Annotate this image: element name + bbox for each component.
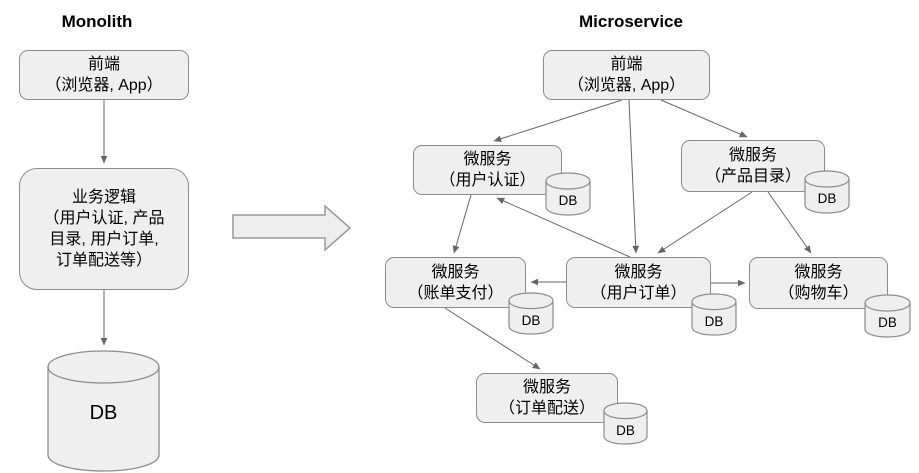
microservice-frontend-node: 前端 （浏览器, App）	[543, 50, 710, 100]
service-catalog-node: 微服务 （产品目录）	[681, 140, 825, 192]
db-label: DB	[558, 193, 578, 208]
service-delivery-node: 微服务 （订单配送）	[476, 373, 618, 423]
node-label: 微服务	[522, 379, 571, 396]
node-label: 前端	[87, 56, 120, 73]
service-auth-node: 微服务 （用户认证）	[413, 145, 562, 195]
database-cylinder-icon	[545, 172, 591, 216]
database-cylinder-icon	[804, 170, 850, 214]
microservice-title: Microservice	[579, 12, 683, 31]
edge-frontend-to-auth	[493, 99, 623, 143]
orders-db-cylinder: DB	[691, 293, 737, 336]
node-sublabel: （购物车）	[778, 285, 859, 302]
edge-orders-to-auth	[496, 197, 631, 258]
node-label: 微服务	[614, 263, 663, 281]
database-cylinder-icon	[691, 293, 737, 336]
node-sublabel: （订单配送）	[498, 400, 595, 417]
db-label: DB	[616, 423, 635, 438]
node-sublabel: （账单支付）	[407, 284, 504, 302]
node-label: 微服务	[431, 263, 480, 281]
service-cart-node: 微服务 （购物车）	[749, 257, 888, 309]
node-sublabel: （用户认证, 产品	[43, 210, 165, 227]
db-label: DB	[704, 314, 724, 329]
monolith-db-cylinder: DB	[47, 350, 160, 472]
node-sublabel: 订单配送等）	[55, 252, 152, 269]
node-sublabel: （浏览器, App）	[45, 77, 163, 94]
cart-db-cylinder: DB	[864, 294, 911, 338]
node-sublabel: （产品目录）	[704, 168, 801, 185]
delivery-db-cylinder: DB	[603, 402, 648, 445]
node-label: 前端	[610, 56, 643, 73]
node-label: 业务逻辑	[71, 189, 136, 206]
edge-catalog-to-cart	[767, 191, 812, 254]
database-cylinder-icon	[603, 402, 648, 445]
auth-db-cylinder: DB	[545, 172, 591, 216]
database-cylinder-icon	[864, 294, 911, 338]
catalog-db-cylinder: DB	[804, 170, 850, 214]
node-sublabel: （用户订单）	[590, 284, 687, 302]
database-cylinder-icon	[47, 350, 160, 472]
db-label: DB	[817, 191, 837, 206]
db-label: DB	[89, 402, 118, 424]
node-label: 微服务	[794, 264, 843, 281]
monolith-logic-node: 业务逻辑 （用户认证, 产品 目录, 用户订单, 订单配送等）	[19, 168, 189, 290]
edge-billing-to-delivery	[444, 307, 541, 370]
database-cylinder-icon	[508, 292, 554, 335]
service-billing-node: 微服务 （账单支付）	[385, 257, 526, 308]
service-orders-node: 微服务 （用户订单）	[566, 257, 711, 308]
billing-db-cylinder: DB	[508, 292, 554, 335]
node-label: 微服务	[728, 147, 777, 164]
node-sublabel: 目录, 用户订单,	[49, 231, 159, 248]
edge-frontend-to-orders	[628, 99, 640, 254]
edge-auth-to-billing	[452, 194, 472, 254]
edge-frontend-to-catalog	[660, 99, 748, 138]
node-label: 微服务	[463, 151, 512, 168]
db-label: DB	[521, 313, 541, 328]
monolith-title: Monolith	[61, 12, 133, 31]
db-label: DB	[878, 315, 897, 330]
monolith-to-microservice-block-arrow	[232, 204, 352, 252]
node-sublabel: （浏览器, App）	[567, 77, 686, 94]
node-sublabel: （用户认证）	[439, 172, 536, 189]
monolith-frontend-node: 前端 （浏览器, App）	[19, 50, 189, 100]
edge-catalog-to-orders	[657, 191, 753, 254]
